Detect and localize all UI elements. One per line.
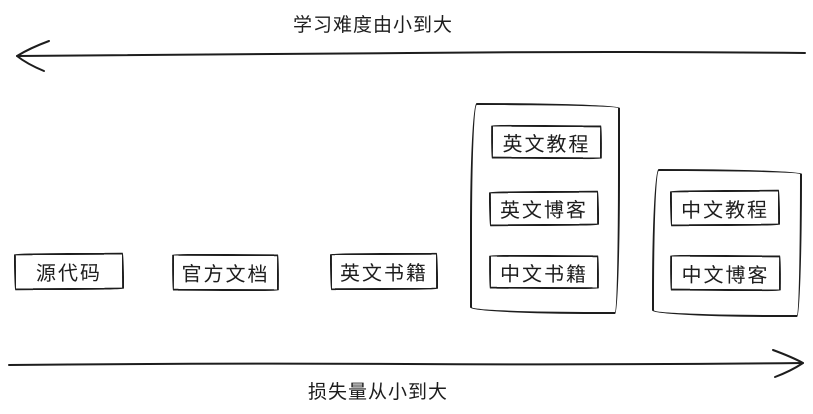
box-english-blogs-label: 英文博客 xyxy=(499,199,589,223)
box-english-books: 英文书籍 xyxy=(329,252,439,291)
box-chinese-books-label: 中文书籍 xyxy=(499,263,589,286)
group-english-resources: 英文教程 英文博客 中文书籍 xyxy=(470,103,620,314)
right-arrow xyxy=(8,349,804,378)
box-official-docs-label: 官方文档 xyxy=(181,263,270,287)
box-chinese-tutorials: 中文教程 xyxy=(669,189,781,227)
box-english-tutorials-label: 英文教程 xyxy=(502,133,591,156)
top-axis-label: 学习难度由小到大 xyxy=(293,15,454,36)
box-source-code: 源代码 xyxy=(13,252,125,291)
box-source-code-label: 源代码 xyxy=(35,262,103,286)
box-english-blogs: 英文博客 xyxy=(488,190,600,227)
left-arrow xyxy=(16,40,806,72)
box-chinese-books: 中文书籍 xyxy=(488,254,600,290)
box-official-docs: 官方文档 xyxy=(171,253,280,292)
group-chinese-resources: 中文教程 中文博客 xyxy=(652,169,802,317)
box-english-tutorials: 英文教程 xyxy=(490,124,603,160)
box-chinese-blogs: 中文博客 xyxy=(669,254,782,292)
bottom-axis-label: 损失量从小到大 xyxy=(308,382,449,403)
box-chinese-tutorials-label: 中文教程 xyxy=(680,199,770,222)
box-chinese-blogs-label: 中文博客 xyxy=(681,264,770,287)
box-english-books-label: 英文书籍 xyxy=(339,262,429,286)
